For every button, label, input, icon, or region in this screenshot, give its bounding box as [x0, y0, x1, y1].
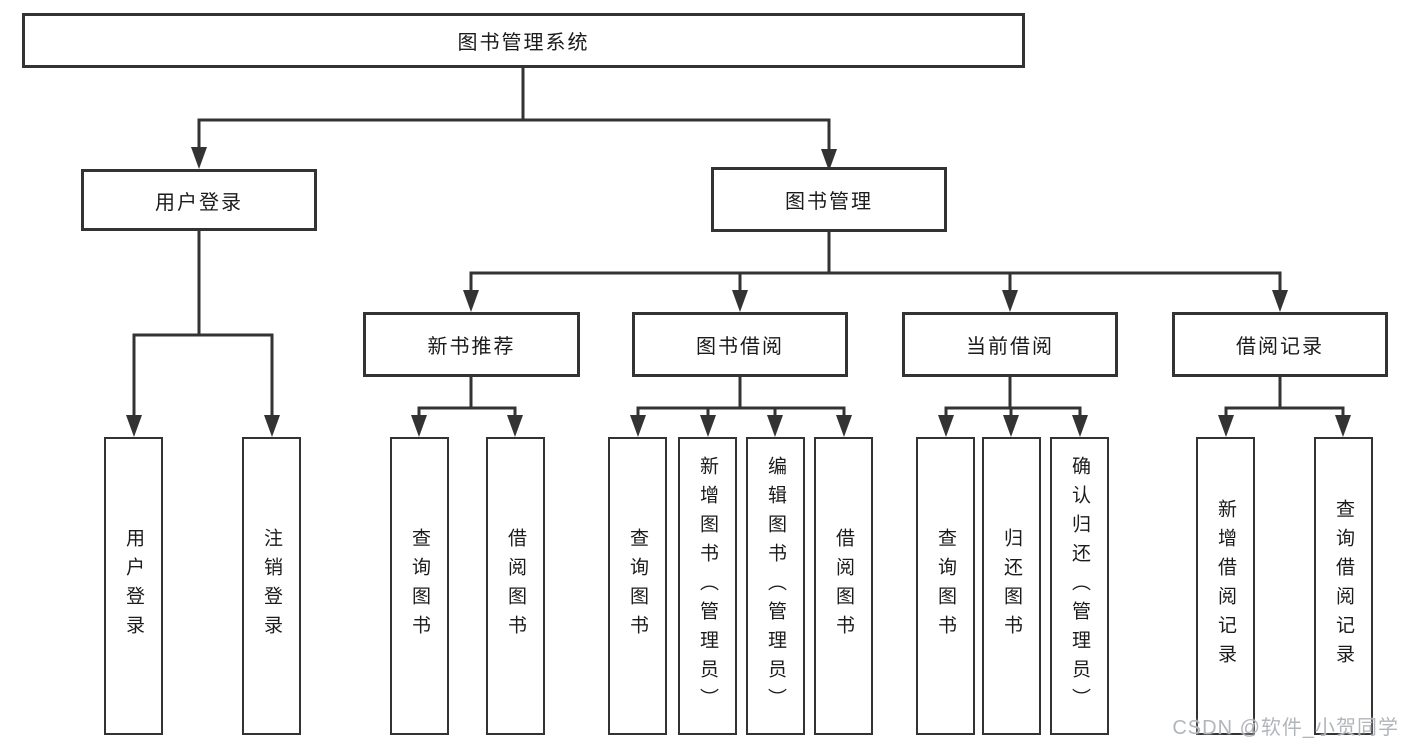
- arrow-icon: [938, 415, 954, 437]
- leaf-records-query: 查询借阅记录: [1314, 437, 1373, 735]
- leaf-borrow-edit-admin: 编辑图书（管理员）: [746, 437, 805, 735]
- leaf-current-query-label: 查询图书: [935, 528, 956, 644]
- leaf-records-query-label: 查询借阅记录: [1333, 499, 1354, 673]
- arrow-icon: [126, 415, 142, 437]
- node-book-management: 图书管理: [711, 167, 947, 232]
- leaf-current-confirm-admin: 确认归还（管理员）: [1050, 437, 1109, 735]
- leaf-user-login-label: 用户登录: [123, 528, 144, 644]
- node-current-borrowing: 当前借阅: [902, 312, 1118, 377]
- leaf-logout-label: 注销登录: [261, 528, 282, 644]
- arrow-icon: [700, 415, 716, 437]
- arrow-icon: [630, 415, 646, 437]
- connector-bookborrow-to-leaves: [636, 375, 846, 419]
- arrow-icon: [1002, 290, 1018, 312]
- leaf-newbooks-query-label: 查询图书: [409, 528, 430, 644]
- arrow-icon: [1335, 415, 1351, 437]
- leaf-logout: 注销登录: [242, 437, 301, 735]
- arrow-icon: [821, 149, 837, 171]
- node-borrowing-records: 借阅记录: [1172, 312, 1388, 377]
- node-current-borrowing-label: 当前借阅: [966, 336, 1054, 358]
- connector-userlogin-to-leaves: [132, 229, 274, 419]
- arrow-icon: [1218, 415, 1234, 437]
- connector-bookmgmt-to-level3: [469, 230, 1282, 294]
- node-user-login: 用户登录: [81, 169, 317, 231]
- leaf-borrow-add-admin-label: 新增图书（管理员）: [697, 455, 718, 717]
- leaf-records-add-label: 新增借阅记录: [1215, 499, 1236, 673]
- connector-newbooks-to-leaves: [417, 375, 517, 419]
- node-new-book-recommend: 新书推荐: [363, 312, 580, 377]
- leaf-current-return: 归还图书: [982, 437, 1041, 735]
- leaf-newbooks-query: 查询图书: [390, 437, 449, 735]
- leaf-borrow-borrow: 借阅图书: [814, 437, 873, 735]
- node-book-management-label: 图书管理: [785, 191, 873, 213]
- node-new-book-recommend-label: 新书推荐: [427, 336, 516, 358]
- arrow-icon: [411, 415, 427, 437]
- leaf-user-login: 用户登录: [104, 437, 163, 735]
- arrow-icon: [836, 415, 852, 437]
- leaf-newbooks-borrow: 借阅图书: [486, 437, 545, 735]
- arrow-icon: [1272, 290, 1288, 312]
- leaf-borrow-edit-admin-label: 编辑图书（管理员）: [765, 455, 786, 717]
- leaf-current-return-label: 归还图书: [1001, 528, 1022, 644]
- node-book-borrowing-label: 图书借阅: [696, 336, 784, 358]
- leaf-borrow-query-label: 查询图书: [627, 528, 648, 644]
- arrow-icon: [767, 415, 783, 437]
- connector-root-to-level2: [197, 66, 831, 153]
- arrow-icon: [1072, 415, 1088, 437]
- arrow-icon: [191, 147, 207, 169]
- node-library-system: 图书管理系统: [22, 13, 1025, 68]
- arrow-icon: [732, 290, 748, 312]
- leaf-borrow-add-admin: 新增图书（管理员）: [678, 437, 737, 735]
- arrowheads: [126, 147, 1351, 437]
- connector-currentborrow-to-leaves: [944, 375, 1082, 419]
- leaf-current-confirm-admin-label: 确认归还（管理员）: [1069, 455, 1090, 717]
- arrow-icon: [264, 415, 280, 437]
- node-user-login-label: 用户登录: [155, 191, 243, 214]
- leaf-borrow-query: 查询图书: [608, 437, 667, 735]
- node-borrowing-records-label: 借阅记录: [1236, 336, 1324, 358]
- arrow-icon: [507, 415, 523, 437]
- arrow-icon: [1003, 415, 1019, 437]
- watermark-csdn: CSDN @软件_小贺同学: [1172, 717, 1399, 739]
- leaf-current-query: 查询图书: [916, 437, 975, 735]
- leaf-newbooks-borrow-label: 借阅图书: [505, 528, 526, 644]
- leaf-records-add: 新增借阅记录: [1196, 437, 1255, 735]
- node-library-system-label: 图书管理系统: [457, 32, 590, 54]
- node-book-borrowing: 图书借阅: [632, 312, 848, 377]
- connector-records-to-leaves: [1224, 375, 1345, 419]
- arrow-icon: [463, 290, 479, 312]
- leaf-borrow-borrow-label: 借阅图书: [833, 528, 854, 644]
